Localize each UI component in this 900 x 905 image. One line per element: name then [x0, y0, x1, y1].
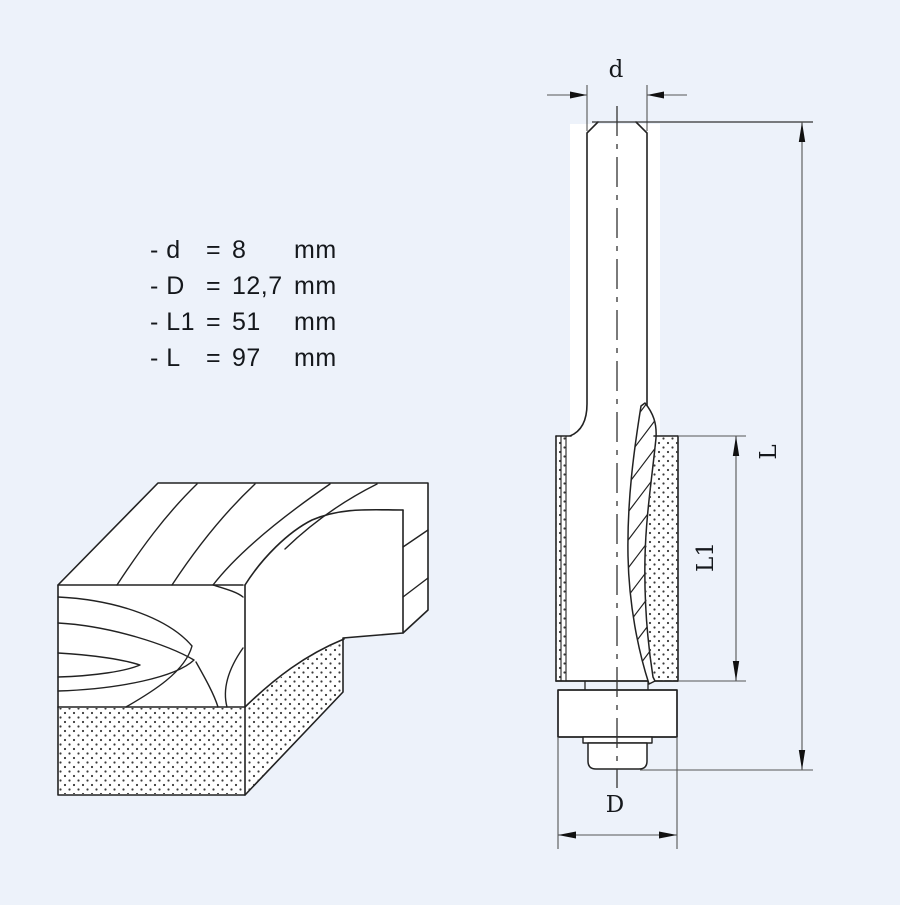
spec-value: 12,7: [232, 272, 283, 300]
spec-unit: mm: [294, 344, 337, 372]
arrow-left-icon: [558, 831, 576, 839]
router-bit-drawing: [555, 121, 679, 770]
arrow-left-icon: [647, 91, 664, 99]
spec-unit: mm: [294, 272, 337, 300]
spec-equals: =: [206, 344, 222, 372]
spec-unit: mm: [294, 236, 337, 264]
spec-unit: mm: [294, 308, 337, 336]
arrow-up-icon: [732, 436, 740, 456]
workpiece-illustration: [57, 482, 429, 796]
label-cutting-length: L1: [693, 542, 719, 572]
spec-value: 97: [232, 344, 261, 372]
spec-equals: =: [206, 272, 222, 300]
dim-overall-length: [798, 122, 806, 770]
spec-label: - d: [150, 236, 181, 264]
wood-grain-end: [402, 529, 429, 598]
label-cutting-diameter: D: [606, 792, 624, 818]
dimension-spec-list: - d = 8 mm - D = 12,7 mm - L1 = 51 mm - …: [150, 232, 337, 376]
arrow-right-icon: [659, 831, 677, 839]
dim-cutting-diameter: [557, 737, 678, 849]
spec-label: - L1: [150, 308, 196, 336]
spec-value: 8: [232, 236, 247, 264]
spec-equals: =: [206, 308, 222, 336]
label-shank-diameter: d: [609, 57, 624, 83]
arrow-up-icon: [798, 122, 806, 142]
arrow-down-icon: [732, 661, 740, 681]
spec-row-d: - d = 8 mm: [150, 232, 337, 268]
spec-row-L: - L = 97 mm: [150, 340, 337, 376]
arrow-right-icon: [570, 91, 587, 99]
spec-row-D: - D = 12,7 mm: [150, 268, 337, 304]
carbide-face-right: [644, 437, 678, 681]
substrate-front-face: [59, 708, 244, 794]
spec-row-L1: - L1 = 51 mm: [150, 304, 337, 340]
trimmed-edge-arris: [244, 508, 404, 586]
wood-grain-front: [57, 584, 244, 708]
spec-equals: =: [206, 236, 222, 264]
bearing-spacer: [584, 680, 649, 691]
label-overall-length: L: [756, 444, 782, 459]
spec-label: - L: [150, 344, 181, 372]
spec-label: - D: [150, 272, 185, 300]
carbide-edge-left: [556, 435, 567, 682]
substrate-cut-face: [246, 641, 342, 793]
arrow-down-icon: [798, 750, 806, 770]
wood-grain-top: [116, 483, 378, 586]
spec-value: 51: [232, 308, 261, 336]
dim-cutting-length: [678, 435, 746, 682]
dim-shank-diameter: [547, 85, 687, 131]
dimension-lines: [547, 85, 813, 849]
